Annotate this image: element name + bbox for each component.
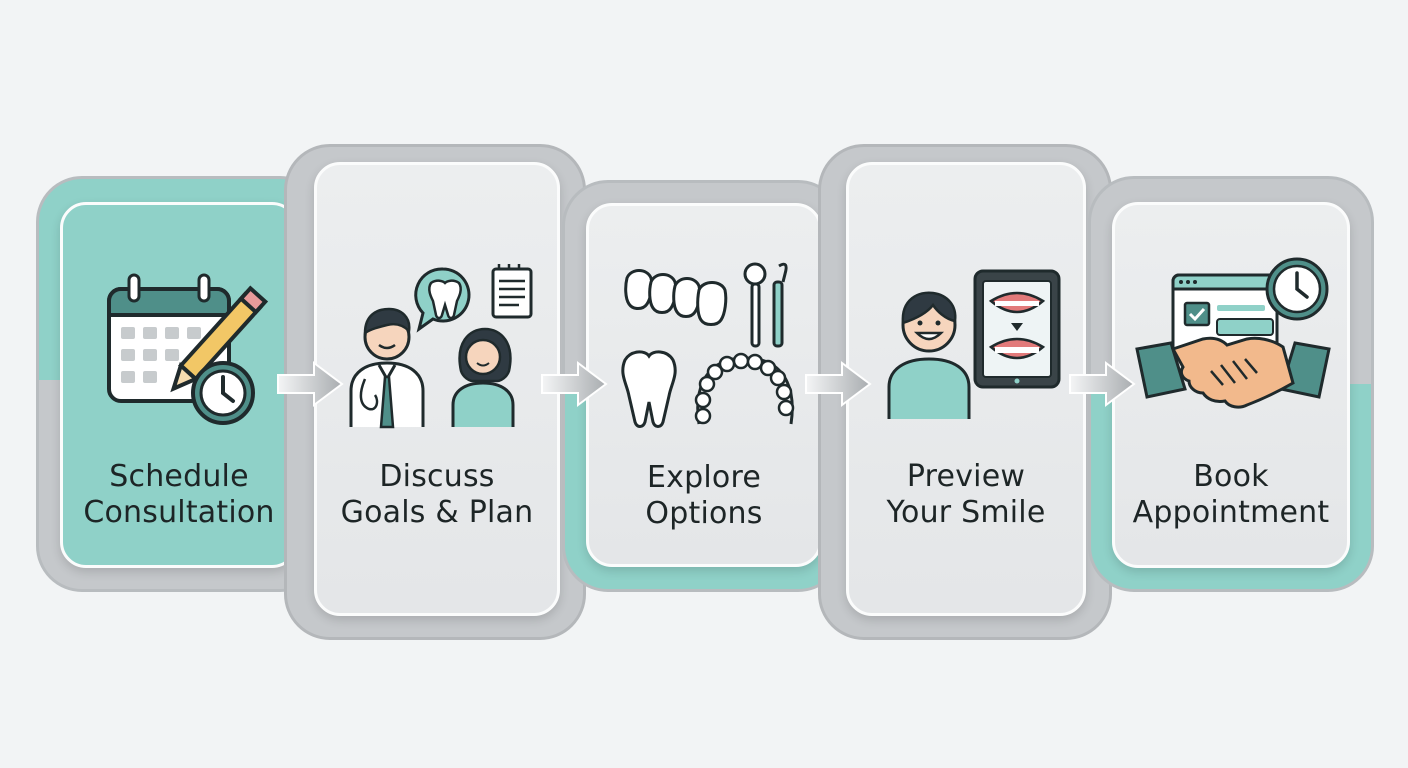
dental-options-icon (621, 262, 795, 428)
arrow-right-icon (277, 361, 344, 407)
arrow-right-icon (1069, 361, 1136, 407)
smile-preview-tablet-icon (887, 269, 1061, 419)
handshake-booking-icon (1135, 257, 1331, 409)
arrow-right-icon (805, 361, 872, 407)
calendar-pencil-clock-icon (107, 273, 269, 425)
arrow-right-icon (541, 361, 608, 407)
dentist-patient-chat-icon (349, 264, 533, 429)
